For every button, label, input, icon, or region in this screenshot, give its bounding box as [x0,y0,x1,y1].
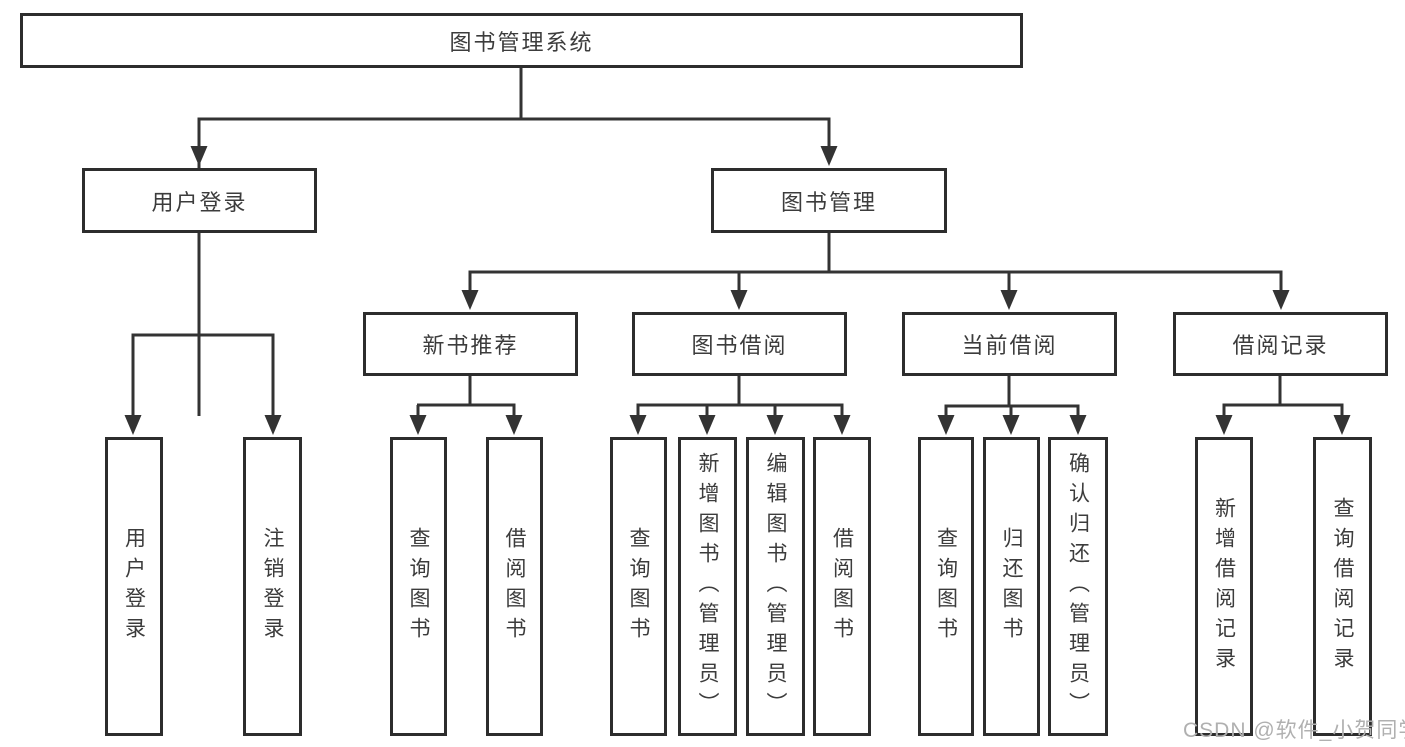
node-bb-add-book-admin: 新增图书（管理员） [678,437,737,736]
node-current-borrow: 当前借阅 [902,312,1117,376]
node-label: 查询图书 [627,526,650,647]
node-br-add-borrow-record: 新增借阅记录 [1195,437,1253,736]
arrowhead [1215,415,1233,435]
node-rec-query-book: 查询图书 [390,437,447,736]
node-label: 新增借阅记录 [1212,496,1236,677]
node-borrow-records: 借阅记录 [1173,312,1388,376]
node-label: 借阅记录 [1232,333,1329,358]
node-bb-query-book: 查询图书 [610,437,667,736]
node-label: 当前借阅 [961,333,1058,358]
node-label: 借阅图书 [503,526,526,647]
node-label: 用户登录 [151,189,248,215]
node-label: 注销登录 [261,526,284,647]
node-cb-confirm-return-admin: 确认归还（管理员） [1048,437,1108,736]
node-label: 图书管理 [780,189,877,215]
node-book-management: 图书管理 [711,168,947,233]
arrowhead [505,415,523,435]
arrowhead [1333,415,1351,435]
connector-rec-children [416,376,516,415]
arrowhead [937,415,955,435]
arrowhead [1272,290,1290,310]
arrowhead [190,146,208,166]
node-label: 查询图书 [934,526,958,647]
node-cb-return-book: 归还图书 [983,437,1040,736]
connector-user-login-children [131,233,275,415]
connector-root [197,68,831,416]
node-bb-edit-book-admin: 编辑图书（管理员） [746,437,805,736]
node-rec-borrow-book: 借阅图书 [486,437,543,736]
node-label: 用户登录 [122,526,146,647]
node-label: 确认归还（管理员） [1066,451,1090,722]
arrowhead [766,415,784,435]
node-label: 编辑图书（管理员） [764,451,787,722]
node-br-query-borrow-record: 查询借阅记录 [1313,437,1372,736]
arrowhead [264,415,282,435]
connector-borrow-children [636,376,844,415]
connector-records-children [1222,376,1344,415]
connector-book-mgmt-children [468,233,1283,290]
arrowhead [124,415,142,435]
node-label: 图书管理系统 [449,29,594,55]
node-label: 新书推荐 [422,333,519,358]
watermark: CSDN @软件_小贺同学 [1183,719,1405,742]
arrowhead [1000,290,1018,310]
arrowhead [730,290,748,310]
node-label: 查询借阅记录 [1331,496,1354,677]
node-user-login: 用户登录 [82,168,317,233]
arrowhead [820,146,838,166]
arrowhead [461,290,479,310]
node-bb-borrow-book: 借阅图书 [813,437,871,736]
arrowhead [833,415,851,435]
arrowhead [409,415,427,435]
arrowhead [1002,415,1020,435]
node-label: 归还图书 [1000,526,1023,647]
arrowhead [698,415,716,435]
node-leaf-logout: 注销登录 [243,437,302,736]
node-book-borrow: 图书借阅 [632,312,847,376]
node-new-book-recommend: 新书推荐 [363,312,578,376]
node-root: 图书管理系统 [20,13,1023,68]
node-label: 查询图书 [407,526,430,647]
arrowhead [1069,415,1087,435]
node-leaf-user-login: 用户登录 [105,437,163,736]
node-label: 图书借阅 [691,333,788,358]
node-cb-query-book: 查询图书 [918,437,974,736]
node-label: 借阅图书 [830,526,854,647]
connector-current-children [944,376,1080,415]
arrowhead [629,415,647,435]
node-label: 新增图书（管理员） [696,451,719,722]
